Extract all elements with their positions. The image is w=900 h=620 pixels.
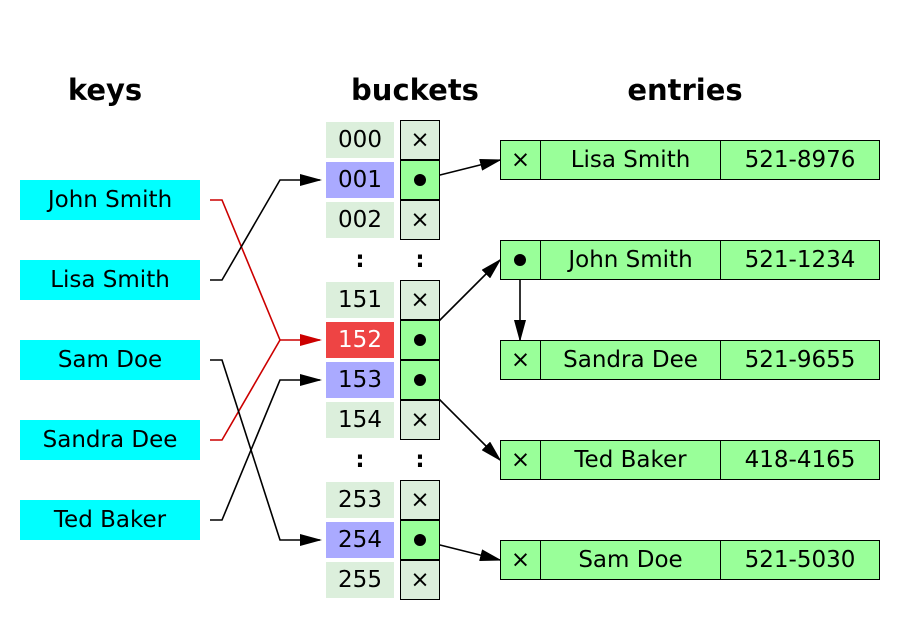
bucket-slot: × — [400, 200, 440, 240]
bucket-index: 254 — [326, 522, 394, 558]
entry-name: Lisa Smith — [541, 141, 721, 179]
hash-wire — [210, 199, 322, 346]
entry-next-pointer: × — [501, 441, 541, 479]
hash-wire — [210, 359, 322, 546]
hash-wire — [210, 174, 322, 281]
key-box: Ted Baker — [20, 500, 200, 540]
pointer-dot-icon — [414, 534, 426, 546]
key-box: Sam Doe — [20, 340, 200, 380]
bucket-index: 001 — [326, 162, 394, 198]
null-pointer-icon: × — [410, 407, 430, 433]
entry-next-pointer: × — [501, 141, 541, 179]
key-box: Lisa Smith — [20, 260, 200, 300]
keys-heading: keys — [67, 73, 143, 107]
bucket-slot: × — [400, 480, 440, 520]
hash-wire — [210, 374, 322, 521]
pointer-dot-icon — [414, 374, 426, 386]
entry-record: John Smith 521-1234 — [500, 240, 880, 280]
buckets-heading: buckets — [351, 73, 479, 107]
entry-record: ×Sam Doe 521-5030 — [500, 540, 880, 580]
ellipsis: : — [355, 247, 365, 273]
bucket-index: 151 — [326, 282, 394, 318]
bucket-index: 152 — [326, 322, 394, 358]
entry-name: John Smith — [541, 241, 721, 279]
pointer-dot-icon — [514, 254, 526, 266]
entry-phone: 521-9655 — [744, 347, 856, 373]
entry-phone: 418-4165 — [744, 447, 856, 473]
entry-phone: 521-1234 — [744, 247, 856, 273]
entry-next-pointer — [501, 241, 541, 279]
bucket-index: 002 — [326, 202, 394, 238]
bucket-slot: × — [400, 280, 440, 320]
bucket-index: 154 — [326, 402, 394, 438]
entry-phone: 521-8976 — [744, 147, 856, 173]
entry-phone: 521-5030 — [744, 547, 856, 573]
entries-heading: entries — [627, 73, 743, 107]
pointer-dot-icon — [414, 334, 426, 346]
bucket-slot: × — [400, 120, 440, 160]
entry-name: Sam Doe — [541, 541, 721, 579]
entry-next-pointer: × — [501, 341, 541, 379]
pointer-dot-icon — [414, 174, 426, 186]
null-pointer-icon: × — [410, 567, 430, 593]
bucket-index: 255 — [326, 562, 394, 598]
bucket-slot — [400, 360, 440, 400]
hash-wire — [210, 339, 281, 441]
entry-name: Sandra Dee — [541, 341, 721, 379]
null-pointer-icon: × — [410, 287, 430, 313]
entry-record: ×Ted Baker 418-4165 — [500, 440, 880, 480]
entry-name: Ted Baker — [541, 441, 721, 479]
bucket-slot — [400, 160, 440, 200]
ellipsis: : — [415, 447, 425, 473]
entry-next-pointer: × — [501, 541, 541, 579]
ellipsis: : — [355, 447, 365, 473]
null-pointer-icon: × — [410, 487, 430, 513]
bucket-index: 000 — [326, 122, 394, 158]
bucket-index: 153 — [326, 362, 394, 398]
bucket-slot: × — [400, 560, 440, 600]
entry-record: ×Sandra Dee 521-9655 — [500, 340, 880, 380]
null-pointer-icon: × — [410, 127, 430, 153]
bucket-slot — [400, 520, 440, 560]
key-box: John Smith — [20, 180, 200, 220]
entry-record: ×Lisa Smith 521-8976 — [500, 140, 880, 180]
null-pointer-icon: × — [410, 207, 430, 233]
key-box: Sandra Dee — [20, 420, 200, 460]
ellipsis: : — [415, 247, 425, 273]
bucket-slot: × — [400, 400, 440, 440]
bucket-index: 253 — [326, 482, 394, 518]
hash-wires — [210, 174, 322, 546]
bucket-slot — [400, 320, 440, 360]
